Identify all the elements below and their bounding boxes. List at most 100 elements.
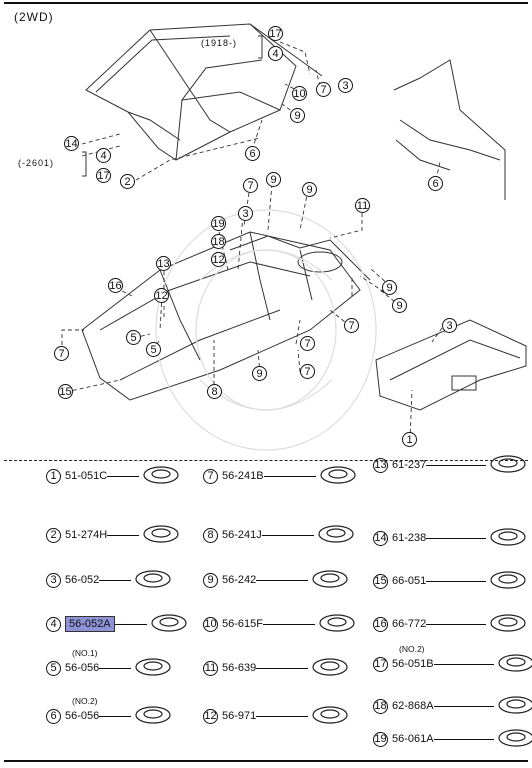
- part-code[interactable]: 56-056: [65, 710, 100, 722]
- leader-line: [256, 667, 309, 669]
- callout-12[interactable]: 12: [211, 252, 226, 267]
- callout-13[interactable]: 13: [156, 256, 171, 271]
- grommet-icon: [497, 729, 532, 747]
- leader-line: [107, 534, 140, 536]
- callout-9[interactable]: 9: [266, 172, 281, 187]
- grommet-icon: [490, 614, 526, 632]
- callout-16[interactable]: 16: [108, 278, 123, 293]
- callout-5[interactable]: 5: [126, 330, 141, 345]
- leader-line: [263, 475, 316, 477]
- callout-11[interactable]: 11: [355, 198, 370, 213]
- part-number-circle: 5: [46, 660, 61, 676]
- part-code[interactable]: 61-237: [392, 459, 427, 471]
- callout-7[interactable]: 7: [344, 318, 359, 333]
- part-code[interactable]: 51-274H: [65, 529, 108, 541]
- callout-2[interactable]: 2: [120, 174, 135, 189]
- callout-9[interactable]: 9: [252, 366, 267, 381]
- bottom-rule: [4, 760, 528, 762]
- drive-type-label: (2WD): [14, 10, 54, 24]
- callout-17[interactable]: 17: [268, 26, 283, 41]
- part-code[interactable]: 66-772: [392, 618, 427, 630]
- grommet-icon: [490, 455, 526, 473]
- part-code[interactable]: 56-052A: [65, 616, 115, 632]
- legend-row-5[interactable]: 5 56-056: [46, 656, 175, 680]
- callout-6[interactable]: 6: [428, 176, 443, 191]
- callout-7[interactable]: 7: [243, 178, 258, 193]
- callout-1[interactable]: 1: [402, 432, 417, 447]
- section-divider: [4, 460, 528, 461]
- part-code[interactable]: 56-061A: [392, 733, 434, 745]
- part-number-circle: 9: [203, 572, 218, 588]
- grommet-icon: [318, 525, 354, 543]
- part-code[interactable]: 56-056: [65, 662, 100, 674]
- part-code[interactable]: 56-242: [222, 574, 257, 586]
- part-number-circle: 10: [203, 616, 218, 632]
- legend-row-10[interactable]: 10 56-615F: [203, 612, 359, 636]
- part-code[interactable]: 56-052: [65, 574, 100, 586]
- part-variant-note: (NO.2): [399, 644, 425, 654]
- serial-range-from-note: (1918-): [201, 38, 238, 48]
- part-code[interactable]: 56-241B: [222, 470, 264, 482]
- leader-line: [256, 579, 309, 581]
- callout-7[interactable]: 7: [300, 364, 315, 379]
- legend-row-18[interactable]: 18 62-868A: [373, 694, 532, 718]
- part-code[interactable]: 62-868A: [392, 700, 434, 712]
- part-code[interactable]: 66-051: [392, 575, 427, 587]
- callout-12[interactable]: 12: [154, 288, 169, 303]
- callout-6[interactable]: 6: [245, 146, 260, 161]
- callout-18[interactable]: 18: [211, 234, 226, 249]
- callout-15[interactable]: 15: [58, 384, 73, 399]
- legend-row-9[interactable]: 9 56-242: [203, 568, 352, 592]
- grommet-icon: [143, 466, 179, 484]
- callout-3[interactable]: 3: [338, 78, 353, 93]
- callout-7[interactable]: 7: [316, 82, 331, 97]
- callout-19[interactable]: 19: [211, 216, 226, 231]
- part-number-circle: 18: [373, 698, 388, 714]
- part-code[interactable]: 56-241J: [222, 529, 262, 541]
- callout-17[interactable]: 17: [96, 168, 111, 183]
- callout-4[interactable]: 4: [96, 148, 111, 163]
- grommet-icon: [143, 525, 179, 543]
- callout-9[interactable]: 9: [392, 298, 407, 313]
- callout-4[interactable]: 4: [268, 46, 283, 61]
- callout-3[interactable]: 3: [442, 318, 457, 333]
- part-code[interactable]: 51-051C: [65, 470, 108, 482]
- part-code[interactable]: 61-238: [392, 532, 427, 544]
- callout-14[interactable]: 14: [64, 136, 79, 151]
- callout-5[interactable]: 5: [146, 342, 161, 357]
- callout-9[interactable]: 9: [382, 280, 397, 295]
- callout-8[interactable]: 8: [207, 384, 222, 399]
- callout-7[interactable]: 7: [300, 336, 315, 351]
- callout-9[interactable]: 9: [290, 108, 305, 123]
- callout-10[interactable]: 10: [292, 86, 307, 101]
- part-number-circle: 4: [46, 616, 61, 632]
- legend-row-12[interactable]: 12 56-971: [203, 704, 352, 728]
- part-variant-note: (NO.1): [72, 648, 98, 658]
- leader-line: [107, 475, 140, 477]
- leader-line: [433, 738, 494, 740]
- callout-3[interactable]: 3: [238, 206, 253, 221]
- part-variant-note: (NO.2): [72, 696, 98, 706]
- part-code[interactable]: 56-971: [222, 710, 257, 722]
- part-code[interactable]: 56-615F: [222, 618, 263, 630]
- part-code[interactable]: 56-051B: [392, 658, 434, 670]
- part-number-circle: 12: [203, 708, 218, 724]
- callout-7[interactable]: 7: [54, 346, 69, 361]
- callout-9[interactable]: 9: [302, 182, 317, 197]
- part-code[interactable]: 56-639: [222, 662, 257, 674]
- grommet-icon: [135, 658, 171, 676]
